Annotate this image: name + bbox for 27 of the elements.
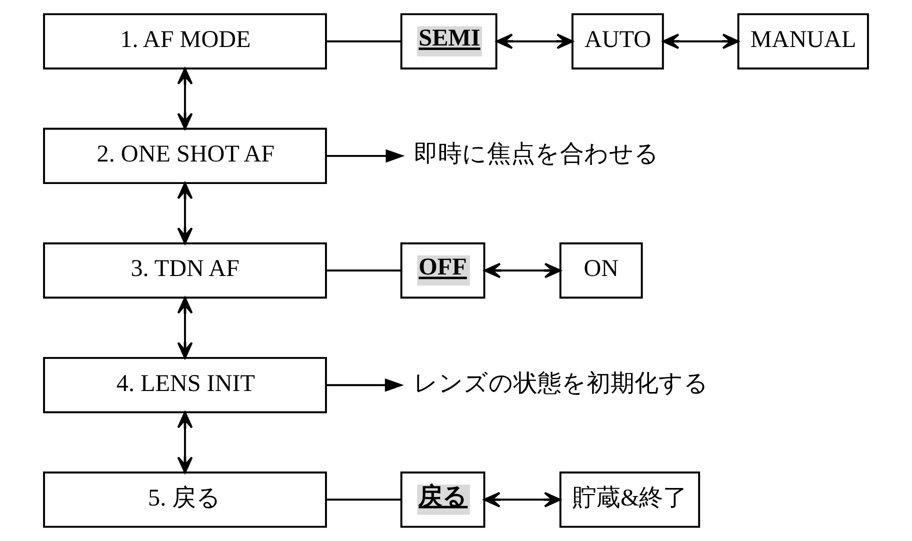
connector — [326, 270, 402, 272]
connector — [326, 498, 402, 501]
arrow — [177, 296, 193, 359]
node-box: 3. TDN AF — [43, 242, 327, 299]
node-box: ON — [559, 242, 643, 299]
node-box: OFF — [400, 242, 486, 299]
arrow — [662, 34, 740, 50]
node-box: AUTO — [571, 13, 664, 70]
node-box: 4. LENS INIT — [43, 356, 327, 414]
node-box: MANUAL — [737, 13, 869, 70]
node-box: 1. AF MODE — [43, 13, 327, 70]
connector — [326, 40, 401, 42]
node-box: 貯蔵&終了 — [559, 472, 700, 528]
arrow — [177, 411, 193, 474]
node-box: 戻る — [400, 472, 486, 528]
arrow — [177, 68, 193, 130]
arrow — [496, 34, 574, 50]
arrow — [326, 378, 404, 392]
arrow — [326, 149, 405, 163]
node-text: レンズの状態を初期化する — [413, 370, 708, 397]
node-box: 2. ONE SHOT AF — [43, 128, 327, 184]
node-text: 即時に焦点を合わせる — [414, 142, 660, 168]
arrow — [484, 262, 562, 278]
node-box: SEMI — [400, 13, 498, 70]
arrow — [483, 492, 561, 508]
node-box: 5. 戻る — [43, 472, 327, 528]
arrow — [177, 182, 193, 244]
